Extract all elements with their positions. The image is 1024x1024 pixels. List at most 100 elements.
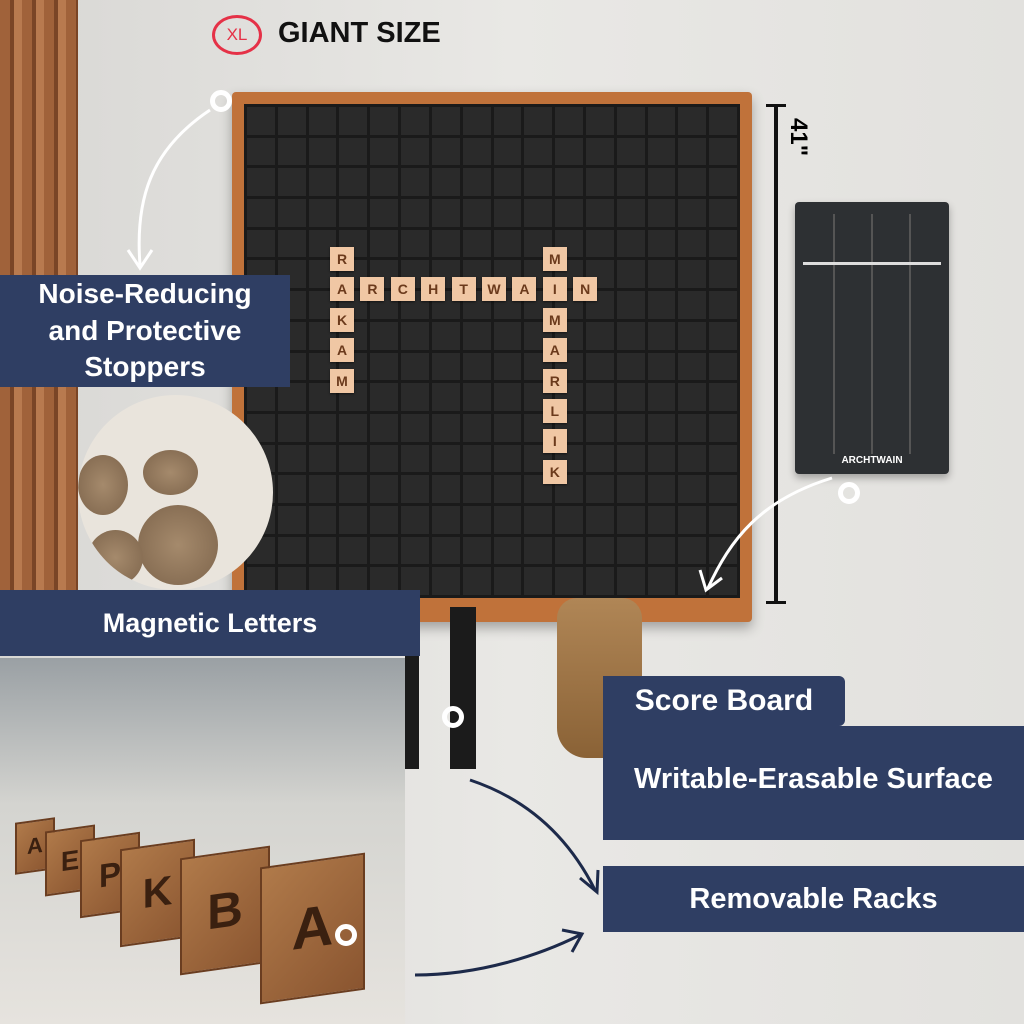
board-cell[interactable] bbox=[647, 475, 676, 503]
board-cell[interactable] bbox=[431, 536, 460, 565]
board-cell[interactable] bbox=[678, 321, 707, 350]
board-cell[interactable] bbox=[493, 475, 522, 503]
board-cell[interactable] bbox=[678, 291, 707, 319]
board-cell[interactable] bbox=[585, 137, 614, 166]
board-cell[interactable] bbox=[462, 505, 491, 534]
board-cell[interactable] bbox=[647, 107, 676, 135]
board-cell[interactable] bbox=[431, 475, 460, 503]
board-cell[interactable] bbox=[277, 137, 306, 166]
board-cell[interactable] bbox=[431, 383, 460, 411]
board-cell[interactable] bbox=[709, 137, 737, 166]
board-cell[interactable] bbox=[277, 444, 306, 473]
board-cell[interactable] bbox=[370, 321, 399, 350]
board-cell[interactable] bbox=[462, 321, 491, 350]
board-cell[interactable] bbox=[308, 168, 337, 197]
board-cell[interactable] bbox=[493, 137, 522, 166]
board-cell[interactable] bbox=[647, 383, 676, 411]
board-cell[interactable] bbox=[308, 505, 337, 534]
board-cell[interactable] bbox=[277, 229, 306, 258]
board-cell[interactable] bbox=[616, 413, 645, 442]
board-cell[interactable] bbox=[555, 137, 583, 166]
board-cell[interactable] bbox=[616, 352, 645, 381]
board-cell[interactable] bbox=[431, 199, 460, 227]
board-cell[interactable] bbox=[709, 352, 737, 381]
letter-tile[interactable]: C bbox=[390, 277, 415, 302]
board-cell[interactable] bbox=[401, 383, 429, 411]
board-cell[interactable] bbox=[647, 199, 676, 227]
board-cell[interactable] bbox=[616, 567, 645, 595]
board-cell[interactable] bbox=[585, 475, 614, 503]
board-cell[interactable] bbox=[709, 475, 737, 503]
board-cell[interactable] bbox=[401, 229, 429, 258]
board-cell[interactable] bbox=[555, 505, 583, 534]
board-cell[interactable] bbox=[493, 107, 522, 135]
board-cell[interactable] bbox=[709, 505, 737, 534]
board-cell[interactable] bbox=[524, 137, 553, 166]
board-cell[interactable] bbox=[462, 352, 491, 381]
board-cell[interactable] bbox=[678, 229, 707, 258]
board-cell[interactable] bbox=[431, 444, 460, 473]
board-cell[interactable] bbox=[678, 199, 707, 227]
board-cell[interactable] bbox=[585, 505, 614, 534]
board-cell[interactable] bbox=[370, 413, 399, 442]
board-cell[interactable] bbox=[709, 383, 737, 411]
letter-tile[interactable]: W bbox=[482, 277, 506, 302]
board-cell[interactable] bbox=[647, 567, 676, 595]
board-cell[interactable] bbox=[370, 444, 399, 473]
board-cell[interactable] bbox=[401, 168, 429, 197]
board-cell[interactable] bbox=[678, 383, 707, 411]
board-cell[interactable] bbox=[585, 536, 614, 565]
board-cell[interactable] bbox=[308, 107, 337, 135]
board-cell[interactable] bbox=[401, 137, 429, 166]
board-cell[interactable] bbox=[339, 107, 368, 135]
board-cell[interactable] bbox=[709, 107, 737, 135]
board-cell[interactable] bbox=[585, 444, 614, 473]
board-cell[interactable] bbox=[709, 199, 737, 227]
letter-tile[interactable]: R bbox=[330, 247, 354, 271]
board-cell[interactable] bbox=[370, 475, 399, 503]
letter-tile[interactable]: M bbox=[330, 368, 354, 393]
board-cell[interactable] bbox=[585, 383, 614, 411]
board-cell[interactable] bbox=[370, 352, 399, 381]
board-cell[interactable] bbox=[616, 505, 645, 534]
board-cell[interactable] bbox=[462, 383, 491, 411]
board-cell[interactable] bbox=[308, 444, 337, 473]
board-cell[interactable] bbox=[616, 475, 645, 503]
board-cell[interactable] bbox=[462, 413, 491, 442]
board-cell[interactable] bbox=[493, 199, 522, 227]
board-cell[interactable] bbox=[277, 505, 306, 534]
board-cell[interactable] bbox=[647, 413, 676, 442]
letter-tile[interactable]: I bbox=[542, 429, 567, 454]
board-cell[interactable] bbox=[647, 444, 676, 473]
board-cell[interactable] bbox=[339, 168, 368, 197]
board-cell[interactable] bbox=[647, 536, 676, 565]
board-cell[interactable] bbox=[462, 229, 491, 258]
board-cell[interactable] bbox=[493, 168, 522, 197]
board-cell[interactable] bbox=[431, 567, 460, 595]
board-cell[interactable] bbox=[524, 107, 553, 135]
board-cell[interactable] bbox=[585, 168, 614, 197]
board-cell[interactable] bbox=[401, 475, 429, 503]
board-cell[interactable] bbox=[709, 444, 737, 473]
board-cell[interactable] bbox=[678, 413, 707, 442]
board-cell[interactable] bbox=[709, 168, 737, 197]
board-cell[interactable] bbox=[524, 199, 553, 227]
board-cell[interactable] bbox=[678, 475, 707, 503]
board-cell[interactable] bbox=[339, 536, 368, 565]
board-cell[interactable] bbox=[524, 168, 553, 197]
board-cell[interactable] bbox=[678, 352, 707, 381]
letter-tile[interactable]: I bbox=[542, 277, 567, 302]
board-cell[interactable] bbox=[277, 383, 306, 411]
board-cell[interactable] bbox=[431, 168, 460, 197]
board-cell[interactable] bbox=[493, 413, 522, 442]
board-cell[interactable] bbox=[431, 413, 460, 442]
board-cell[interactable] bbox=[277, 413, 306, 442]
board-cell[interactable] bbox=[462, 536, 491, 565]
board-cell[interactable] bbox=[678, 260, 707, 289]
letter-tile[interactable]: K bbox=[330, 307, 354, 332]
board-cell[interactable] bbox=[585, 199, 614, 227]
board-cell[interactable] bbox=[616, 383, 645, 411]
board-cell[interactable] bbox=[401, 199, 429, 227]
board-cell[interactable] bbox=[585, 229, 614, 258]
letter-tile[interactable]: K bbox=[542, 459, 567, 484]
